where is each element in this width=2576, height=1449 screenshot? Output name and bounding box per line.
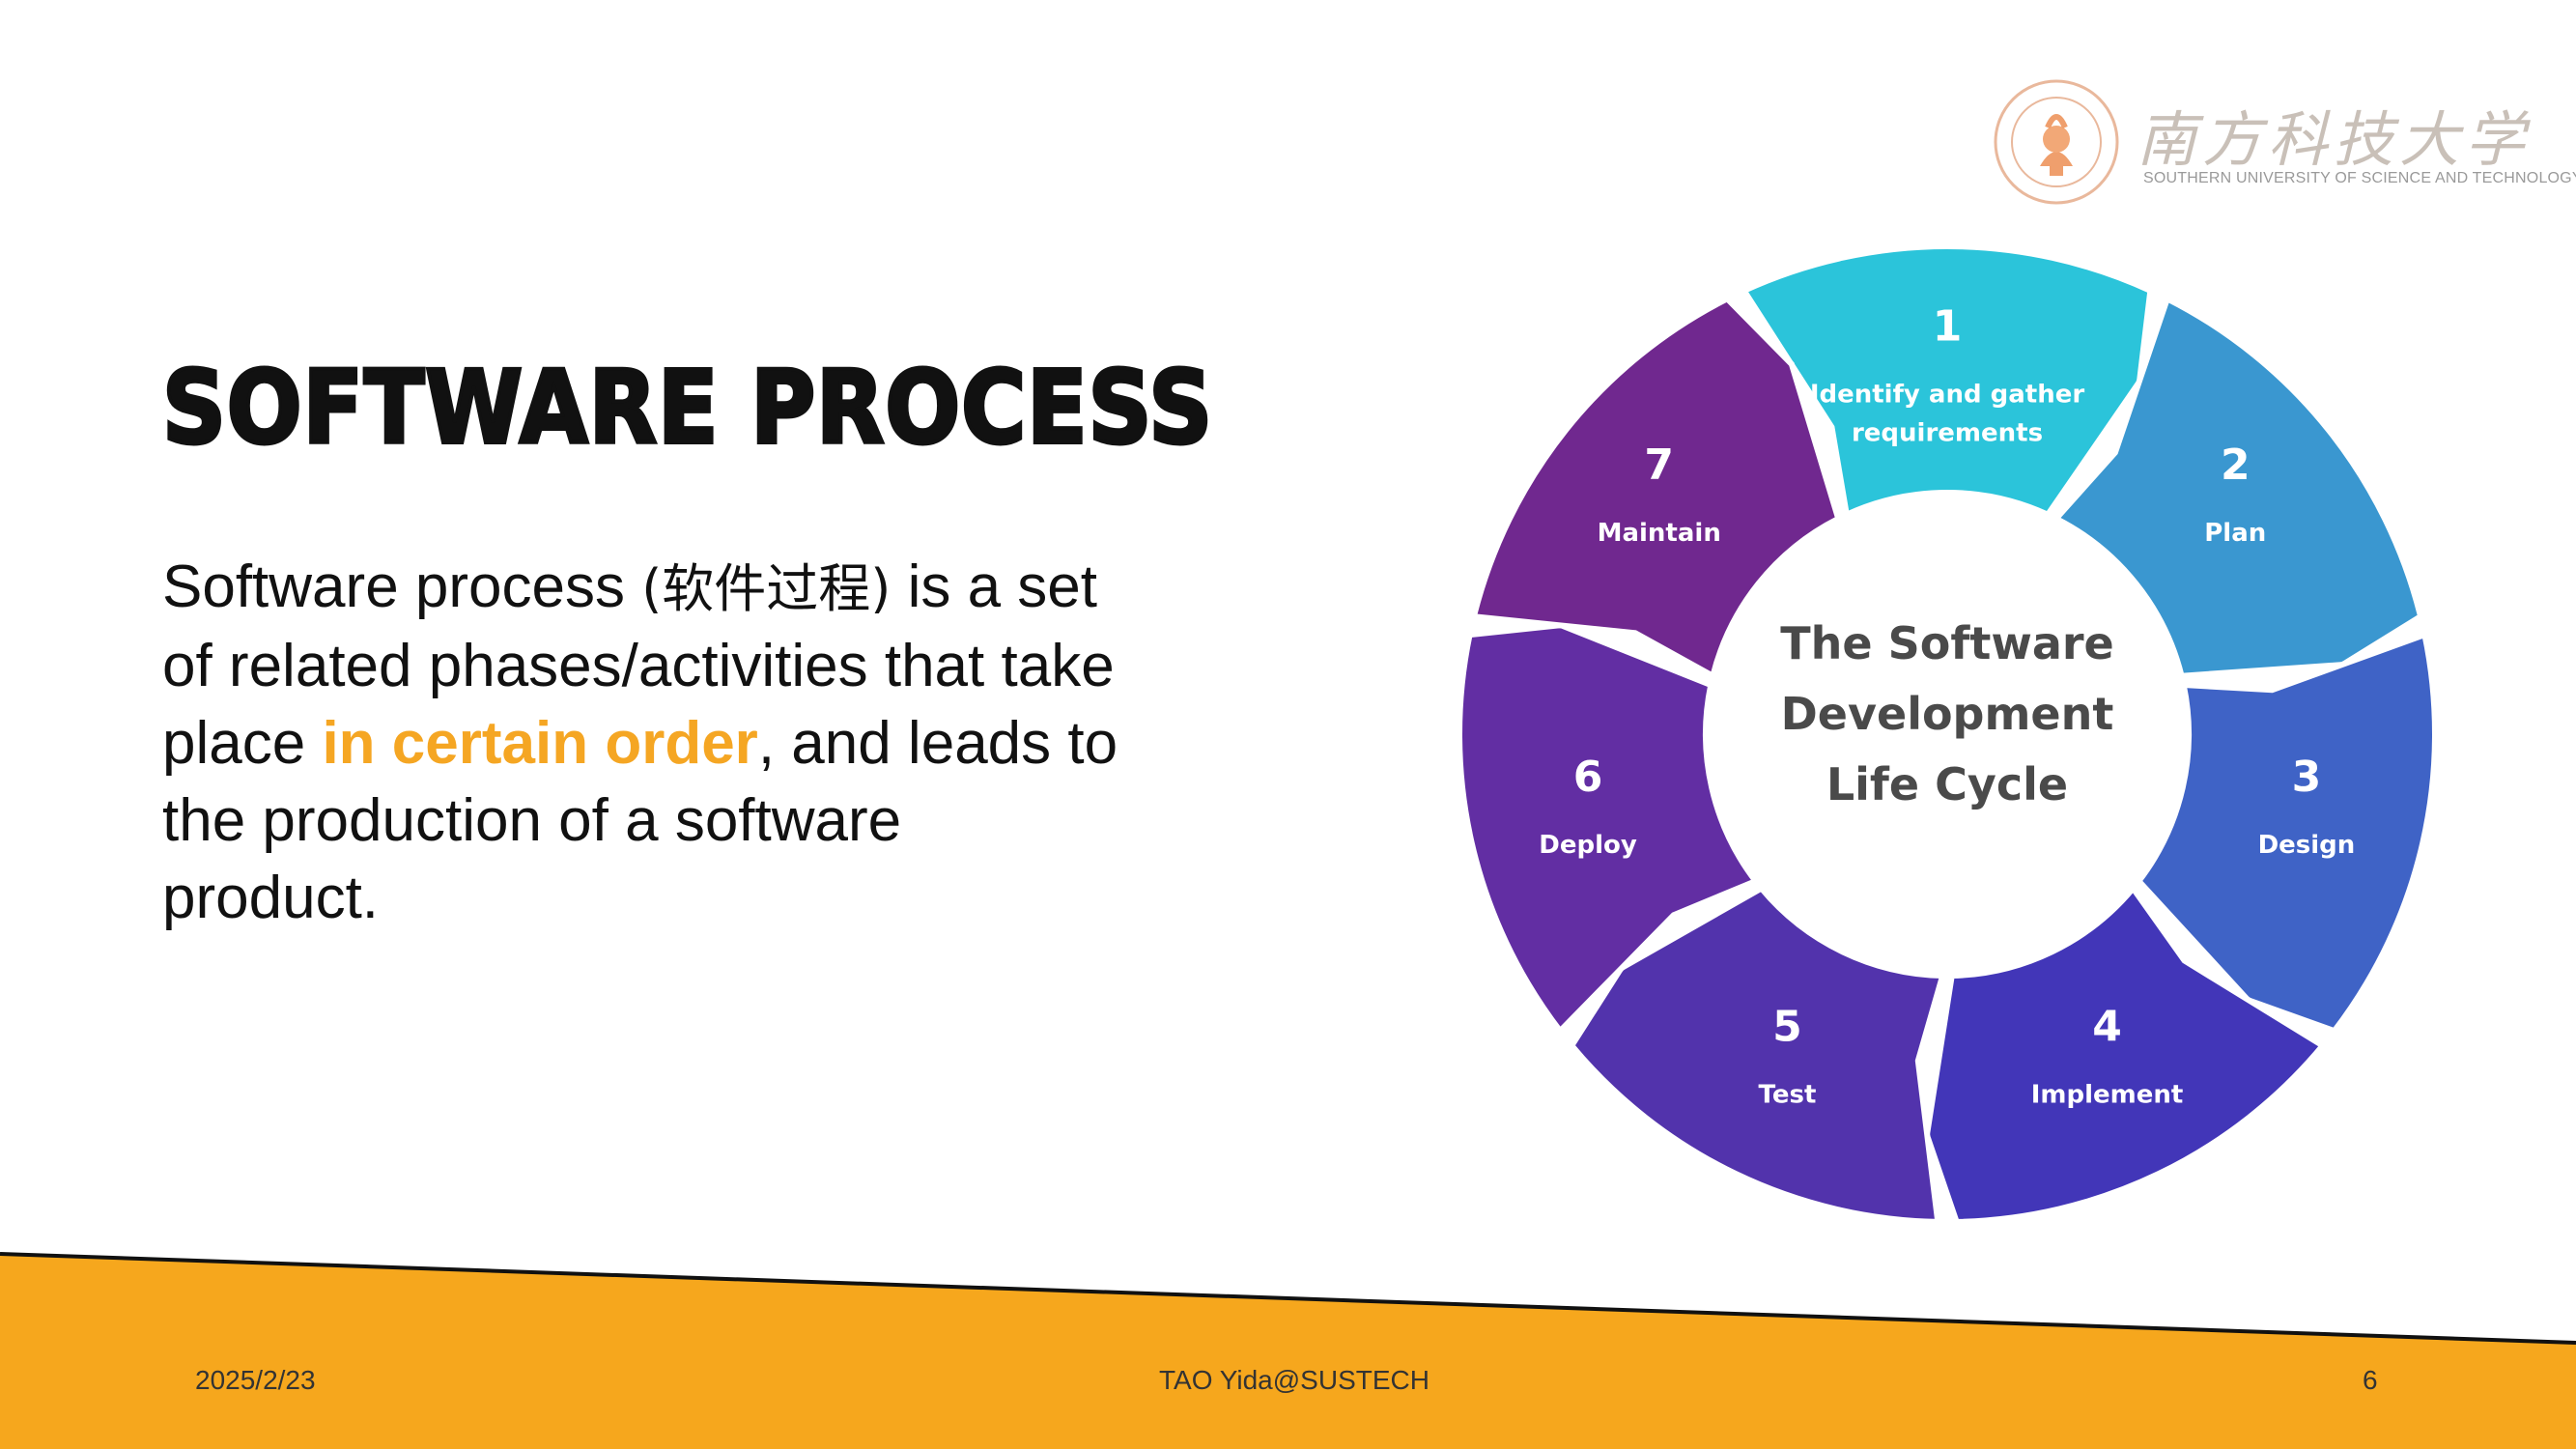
- slide-title: SOFTWARE PROCESS: [160, 349, 1214, 467]
- cycle-center: The Software Development Life Cycle: [1780, 617, 2114, 810]
- cycle-phase-label-6: Deploy: [1539, 831, 1637, 860]
- footer-date: 2025/2/23: [195, 1365, 316, 1395]
- cycle-phase-number-1: 1: [1933, 302, 1963, 352]
- cycle-phase-label-7: Maintain: [1598, 519, 1721, 548]
- cycle-phase-label-4: Implement: [2031, 1081, 2184, 1110]
- cycle-segment-5: [1568, 884, 1947, 1225]
- body-text-chinese: (软件过程): [641, 558, 892, 619]
- cycle-segment-7: [1470, 295, 1842, 681]
- body-text-highlight: in certain order: [322, 710, 758, 777]
- cycle-center-line2: Development: [1781, 688, 2114, 740]
- body-text-part2: is a set of related phases/activities th…: [162, 554, 1115, 777]
- cycle-phase-label-5: Test: [1759, 1081, 1817, 1110]
- cycle-phase-label-3: Design: [2258, 831, 2356, 860]
- cycle-segment-4: [1923, 883, 2328, 1225]
- footer-author: TAO Yida@SUSTECH: [1159, 1365, 1430, 1395]
- cycle-phase-number-3: 3: [2292, 753, 2322, 802]
- cycle-phase-number-4: 4: [2092, 1003, 2122, 1052]
- university-name-chinese: 南方科技大学: [2137, 104, 2532, 175]
- cycle-center-line3: Life Cycle: [1826, 758, 2068, 810]
- cycle-segment-1: [1740, 243, 2154, 520]
- slide-body-text: Software process (软件过程) is a set of rela…: [162, 549, 1128, 937]
- university-name-english: SOUTHERN UNIVERSITY OF SCIENCE AND TECHN…: [2143, 170, 2576, 186]
- body-text-part3: , and leads to the production of a softw…: [162, 710, 1118, 931]
- cycle-center-line1: The Software: [1780, 617, 2114, 669]
- university-seal-icon: [1994, 79, 2119, 205]
- cycle-phase-label-1: Identify and gather: [1810, 381, 2085, 410]
- cycle-phase-label-1-line2: requirements: [1852, 419, 2043, 448]
- body-text-part1: Software process: [162, 554, 642, 620]
- cycle-segment-3: [2135, 631, 2438, 1035]
- cycle-phase-label-2: Plan: [2204, 519, 2266, 548]
- footer-page-number: 6: [2363, 1365, 2378, 1395]
- cycle-phase-number-2: 2: [2221, 440, 2250, 490]
- cycle-phase-number-5: 5: [1772, 1003, 1802, 1052]
- cycle-segment-6: [1457, 622, 1761, 1036]
- cycle-phase-number-6: 6: [1573, 753, 1603, 802]
- cycle-segment-2: [2051, 295, 2424, 679]
- cycle-phase-number-7: 7: [1644, 440, 1674, 490]
- university-logo: 南方科技大学 SOUTHERN UNIVERSITY OF SCIENCE AN…: [1992, 77, 2576, 213]
